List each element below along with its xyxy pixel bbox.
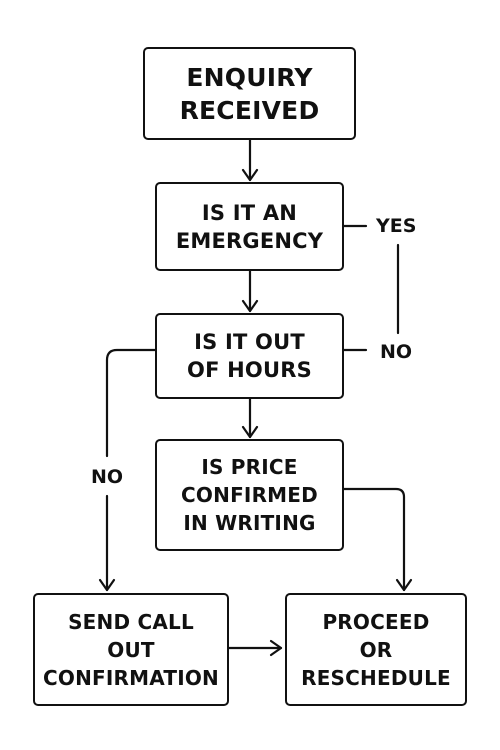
edge-label-no-left: NO xyxy=(91,466,124,488)
node-label-line: IS IT AN xyxy=(201,200,298,225)
node-label-line: IN WRITING xyxy=(183,511,316,535)
edge-label-yes: YES xyxy=(376,215,417,237)
node-label-line: EMERGENCY xyxy=(175,228,324,253)
arrow-hours-to-send xyxy=(98,348,157,592)
node-label-line: OUT xyxy=(107,637,155,662)
node-is-emergency: IS IT AN EMERGENCY xyxy=(155,182,344,271)
node-label-line: SEND CALL xyxy=(68,609,194,634)
arrow-send-to-proceed xyxy=(227,639,283,657)
node-proceed-or-reschedule: PROCEED OR RESCHEDULE xyxy=(285,593,467,706)
connector-yes-no-right xyxy=(342,224,400,352)
arrow-enquiry-to-emergency xyxy=(241,138,259,182)
node-send-callout-confirmation: SEND CALL OUT CONFIRMATION xyxy=(33,593,229,706)
arrow-emergency-to-hours xyxy=(241,269,259,313)
node-label-line: IS IT OUT xyxy=(194,330,305,354)
node-label-line: OR xyxy=(359,637,393,662)
node-enquiry-received: ENQUIRY RECEIVED xyxy=(143,47,356,140)
node-label-line: OF HOURS xyxy=(187,358,312,382)
edge-label-no-right: NO xyxy=(380,341,413,363)
node-label-line: CONFIRMED xyxy=(181,483,318,507)
node-label-line: PROCEED xyxy=(322,609,430,634)
arrow-price-to-proceed xyxy=(342,487,413,592)
arrow-hours-to-price xyxy=(241,397,259,439)
node-label-line: CONFIRMATION xyxy=(43,665,219,690)
node-is-out-of-hours: IS IT OUT OF HOURS xyxy=(155,313,344,399)
node-label-line: IS PRICE xyxy=(201,455,298,479)
node-label-line: RECEIVED xyxy=(179,95,320,125)
node-label-line: ENQUIRY xyxy=(186,62,313,92)
node-label-line: RESCHEDULE xyxy=(301,665,451,690)
node-is-price-confirmed: IS PRICE CONFIRMED IN WRITING xyxy=(155,439,344,551)
